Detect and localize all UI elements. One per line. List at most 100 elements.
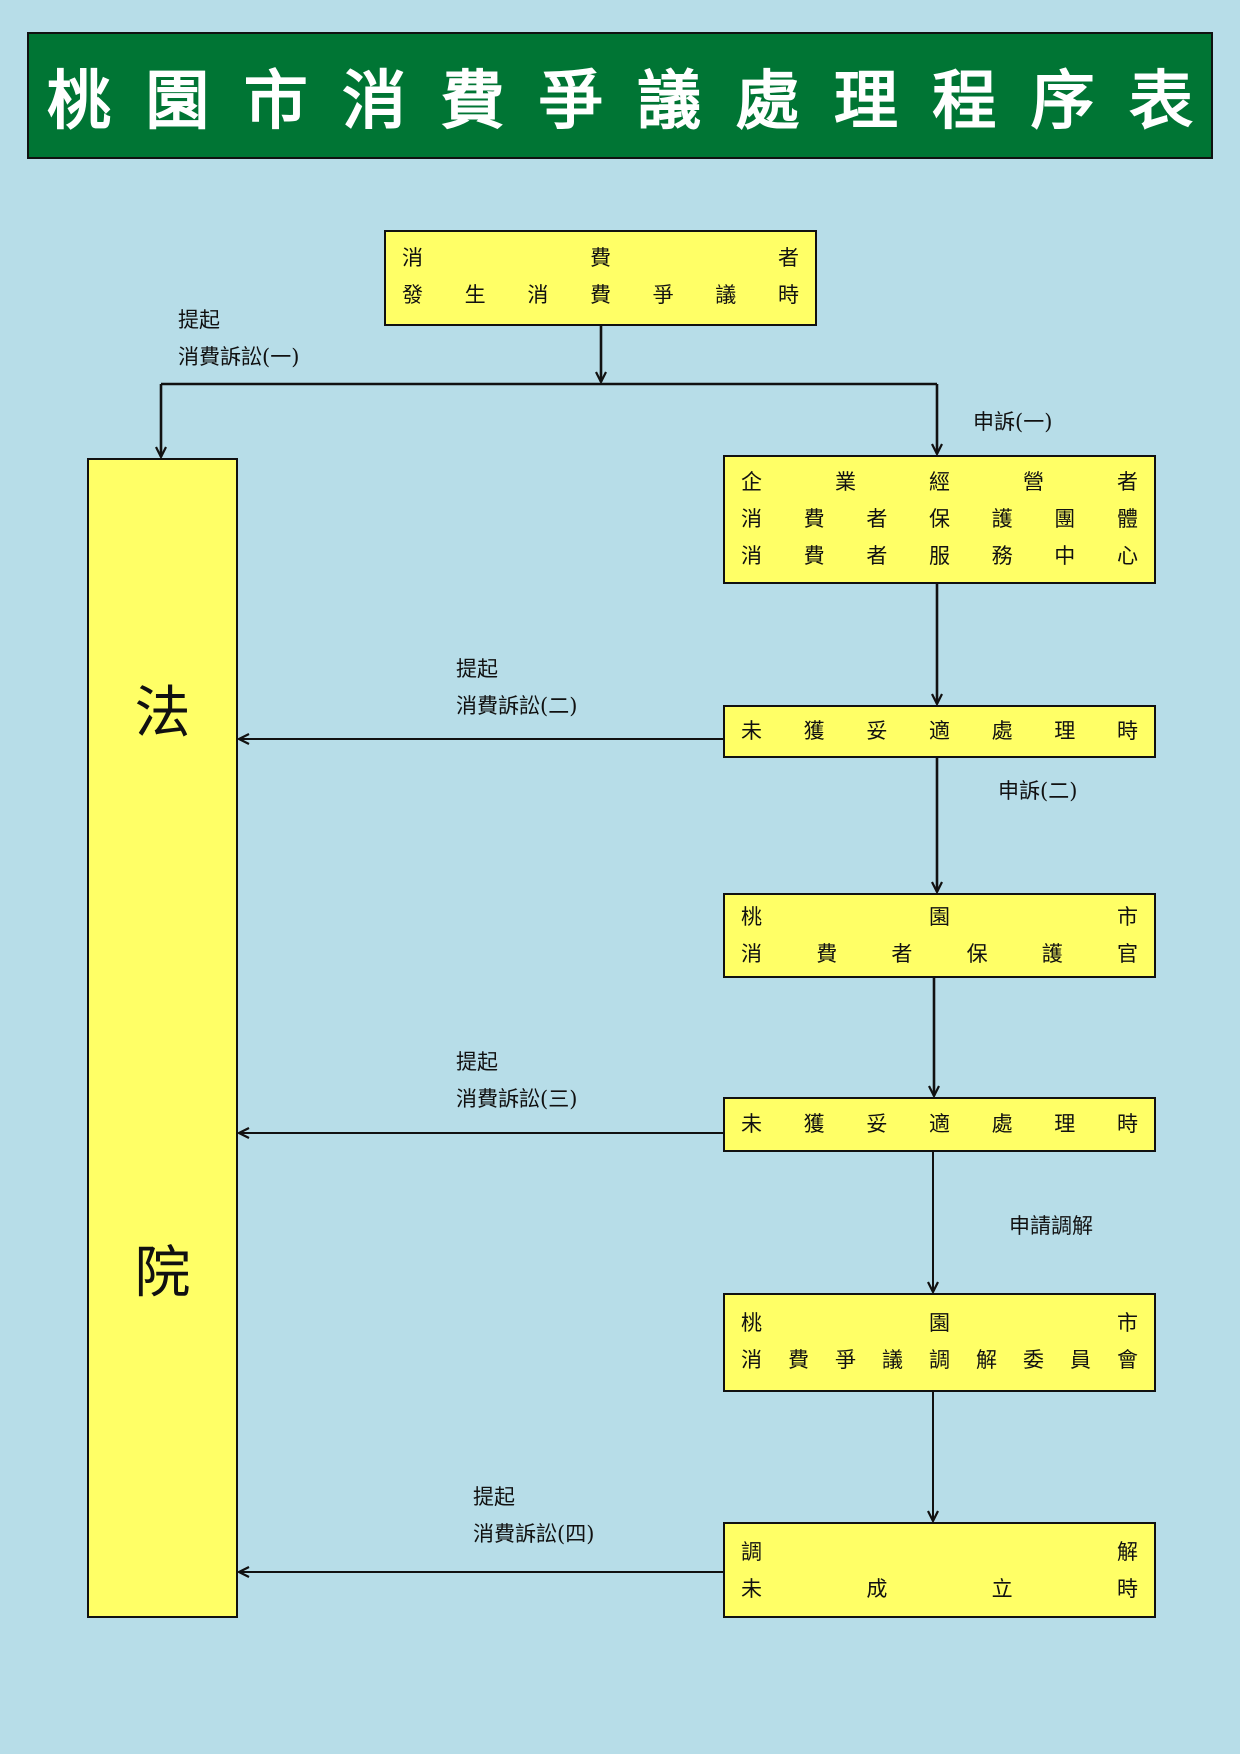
node-char: 未 [741,1577,762,1601]
node-char: 時 [1116,719,1138,743]
node-char: 園 [929,1311,950,1335]
node-text-row: 未獲妥適處理時 [741,1106,1138,1143]
node-char: 時 [777,283,799,307]
node-char: 獲 [803,719,825,743]
lawsuit-2-line1: 提起 [456,657,498,681]
node-char: 調 [741,1540,762,1564]
node-char: 消 [527,283,549,307]
court-char-2: 院 [134,1241,191,1306]
title-banner: 桃園市消費爭議處理程序表 [27,32,1213,159]
title-char: 園 [145,64,210,139]
node-char: 服 [928,544,950,568]
node-char: 者 [778,246,799,270]
lawsuit-4-line1: 提起 [473,1485,515,1509]
node-char: 調 [929,1348,950,1372]
node-char: 體 [1116,507,1138,531]
node-text-row: 消費者保護團體 [741,501,1138,538]
node-char: 爭 [652,283,674,307]
node-char: 解 [976,1348,997,1372]
node-char: 發 [402,283,423,307]
lawsuit-3-line1: 提起 [456,1050,498,1074]
node-char: 適 [928,1112,950,1136]
title-char: 消 [342,64,407,139]
title-char: 表 [1128,64,1193,139]
node-text-row: 消費爭議調解委員會 [741,1342,1138,1379]
node-char: 中 [1054,544,1076,568]
node-char: 委 [1023,1348,1044,1372]
node-complaint-targets: 企業經營者消費者保護團體消費者服務中心 [723,455,1156,584]
node-char: 桃 [741,1311,762,1335]
node-char: 業 [835,470,856,494]
node-char: 處 [991,1112,1013,1136]
node-char: 費 [803,544,825,568]
node-char: 護 [991,507,1013,531]
title-char: 費 [440,64,505,139]
node-text-row: 未獲妥適處理時 [741,713,1138,750]
node-char: 團 [1054,507,1076,531]
node-char: 者 [866,507,888,531]
node-char: 消 [402,246,423,270]
lawsuit-1-line1: 提起 [178,308,220,332]
node-consumer-dispute: 消費者發生消費爭議時 [384,230,817,326]
node-char: 理 [1054,1112,1076,1136]
node-mediation-committee: 桃園市消費爭議調解委員會 [723,1293,1156,1392]
node-char: 未 [741,719,762,743]
node-char: 企 [741,470,762,494]
edge-label-complaint-2: 申訴(二) [998,779,1078,803]
node-char: 時 [1116,1112,1138,1136]
node-char: 費 [589,283,611,307]
node-text-row: 消費者服務中心 [741,538,1138,575]
node-char: 消 [741,507,762,531]
node-text-row: 消費者保護官 [741,936,1138,973]
node-char: 務 [991,544,1013,568]
edge-label-lawsuit-4: 提起 消費訴訟(四) [473,1479,594,1553]
node-char: 妥 [866,719,888,743]
node-text-row: 未成立時 [741,1571,1138,1608]
lawsuit-4-line2: 消費訴訟(四) [473,1522,595,1546]
node-text-row: 發生消費爭議時 [402,277,799,314]
node-char: 成 [866,1577,888,1601]
node-char: 適 [928,719,950,743]
node-char: 費 [590,246,611,270]
node-char: 保 [928,507,950,531]
node-char: 未 [741,1112,762,1136]
node-char: 保 [966,942,988,966]
edge-label-lawsuit-1: 提起 消費訴訟(一) [178,302,299,376]
node-char: 妥 [866,1112,888,1136]
node-char: 者 [891,942,913,966]
node-char: 市 [1117,905,1138,929]
node-char: 者 [1117,470,1138,494]
court-char-1: 法 [134,681,191,746]
title-char: 程 [932,64,997,139]
node-not-resolved-1: 未獲妥適處理時 [723,705,1156,758]
node-text-row: 調解 [741,1534,1138,1571]
edge-label-lawsuit-2: 提起 消費訴訟(二) [456,651,577,725]
node-char: 園 [929,905,950,929]
node-char: 消 [741,544,762,568]
node-char: 市 [1117,1311,1138,1335]
node-char: 理 [1054,719,1076,743]
page-title: 桃園市消費爭議處理程序表 [29,50,1211,142]
node-char: 官 [1116,942,1138,966]
node-mediation-failed: 調解未 成 立 時 [723,1522,1156,1618]
node-char: 心 [1116,544,1138,568]
node-char: 者 [866,544,888,568]
node-court: 法 院 [87,458,238,1618]
node-char: 消 [741,1348,762,1372]
node-char: 經 [929,470,950,494]
lawsuit-1-line2: 消費訴訟(一) [178,345,300,369]
node-char: 護 [1041,942,1063,966]
lawsuit-3-line2: 消費訴訟(三) [456,1087,578,1111]
node-char: 員 [1070,1348,1091,1372]
node-char: 桃 [741,905,762,929]
node-char: 立 [991,1577,1013,1601]
node-char: 時 [1116,1577,1138,1601]
node-not-resolved-2: 未獲妥適處理時 [723,1097,1156,1152]
edge-label-mediation-request: 申請調解 [1009,1214,1093,1238]
node-char: 費 [788,1348,809,1372]
title-char: 爭 [538,64,603,139]
node-text-row: 桃園市 [741,1305,1138,1342]
node-char: 生 [464,283,486,307]
node-char: 議 [715,283,737,307]
